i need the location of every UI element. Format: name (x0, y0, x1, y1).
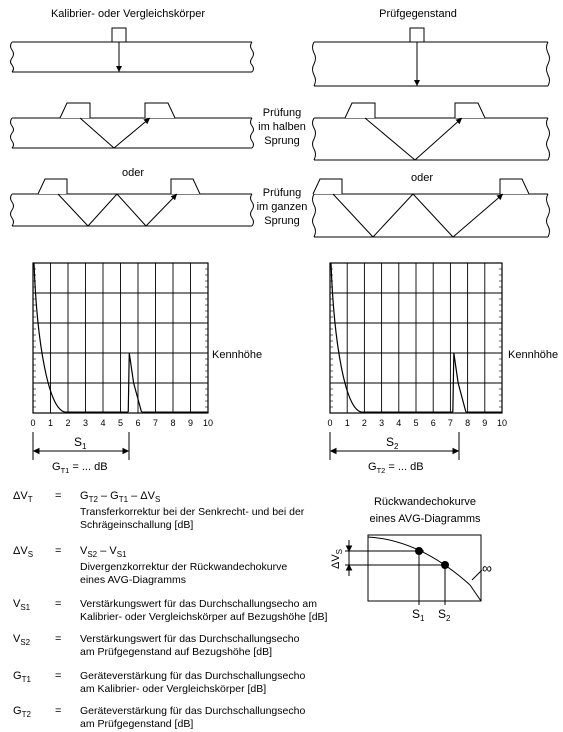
oder-left: oder (122, 167, 144, 179)
kennhoehe-left: Kennhöhe (212, 349, 262, 361)
left-tick-label: 8 (170, 418, 175, 428)
left-tick-label: 2 (65, 418, 70, 428)
left-tick-label: 4 (100, 418, 105, 428)
eq-vs2: = (55, 633, 62, 645)
avg-point-s2 (441, 561, 449, 569)
s1-dimension (32, 432, 130, 460)
left-initial-pulse (33, 262, 65, 413)
eq-gt2: = (55, 705, 62, 717)
right-a-scan-screen: 0 1 2 3 4 5 6 7 8 9 10 (327, 262, 507, 428)
svg-text:eines AVG-Diagramms: eines AVG-Diagramms (369, 513, 481, 525)
right-tick-label: 9 (482, 418, 487, 428)
right-straight-plate (312, 27, 550, 87)
left-tick-label: 7 (153, 418, 158, 428)
left-full-skip-plate (10, 178, 254, 227)
svg-text:im ganzen: im ganzen (257, 201, 308, 213)
left-title: Kalibrier- oder Vergleichskörper (51, 8, 205, 20)
right-full-skip-plate (312, 178, 550, 238)
oder-right: oder (411, 172, 433, 184)
left-tick-label: 0 (30, 418, 35, 428)
avg-point-s1 (415, 547, 423, 555)
eq-gt1: = (55, 670, 62, 682)
eq-dvs: = (55, 545, 62, 557)
right-tick-label: 6 (431, 418, 436, 428)
left-tick-label: 10 (203, 418, 213, 428)
eq-dvt: = (55, 490, 62, 502)
avg-s2-label: S2 (438, 607, 451, 623)
right-backwall-echo (452, 352, 467, 413)
desc-vs1: Verstärkungswert für das Durchschallungs… (80, 598, 328, 623)
s2-label: S2 (386, 435, 399, 451)
right-initial-pulse (330, 262, 362, 413)
left-half-skip-plate (10, 102, 254, 149)
svg-text:Rückwandechokurve: Rückwandechokurve (374, 496, 476, 508)
left-straight-plate (10, 27, 254, 73)
right-tick-label: 0 (327, 418, 332, 428)
left-tick-label: 9 (188, 418, 193, 428)
right-tick-label: 8 (465, 418, 470, 428)
gt2-label: GT2 = ... dB (368, 461, 424, 475)
full-skip-label: Prüfung im ganzen Sprung (257, 187, 308, 227)
avg-dvs-label: ΔVS (330, 549, 344, 569)
infinity-label: ∞ (482, 560, 492, 576)
right-tick-label: 3 (379, 418, 384, 428)
desc-gt2: Geräteverstärkung für das Durchschallung… (80, 705, 306, 730)
s2-dimension (329, 432, 460, 460)
svg-text:im halben: im halben (258, 121, 306, 133)
left-tick-label: 3 (83, 418, 88, 428)
symbol-gt1: GT1 (13, 670, 31, 685)
left-tick-label: 5 (118, 418, 123, 428)
formula-dvt: GT2 – GT1 – ΔVS Transferkorrektur bei de… (80, 490, 305, 532)
left-tick-label: 1 (48, 418, 53, 428)
left-a-scan-screen: 0 1 2 3 4 5 6 7 8 9 10 (30, 262, 213, 428)
symbol-vs1: VS1 (13, 598, 31, 613)
desc-gt1: Geräteverstärkung für das Durchschallung… (80, 670, 306, 695)
avg-title: Rückwandechokurve eines AVG-Diagramms (369, 496, 481, 525)
s1-label: S1 (74, 435, 87, 451)
left-backwall-echo (127, 352, 143, 413)
kennhoehe-right: Kennhöhe (508, 349, 558, 361)
formula-rhs-0: GT2 – GT1 – ΔVS (80, 490, 161, 505)
symbol-dvs: ΔVS (13, 545, 34, 560)
right-tick-label: 2 (362, 418, 367, 428)
right-tick-label: 7 (448, 418, 453, 428)
symbol-gt2: GT2 (13, 705, 31, 720)
right-tick-label: 4 (396, 418, 401, 428)
right-title: Prüfgegenstand (379, 8, 457, 20)
half-skip-label: Prüfung im halben Sprung (258, 107, 306, 147)
svg-text:Sprung: Sprung (264, 135, 299, 147)
right-tick-label: 1 (345, 418, 350, 428)
right-half-skip-plate (312, 102, 550, 161)
svg-text:Prüfung: Prüfung (263, 107, 302, 119)
svg-text:Sprung: Sprung (264, 215, 299, 227)
desc-vs2: Verstärkungswert für das Durchschallungs… (80, 633, 300, 658)
right-tick-label: 5 (413, 418, 418, 428)
right-tick-label: 10 (497, 418, 507, 428)
formula-dvs: VS2 – VS1 Divergenzkorrektur der Rückwan… (80, 545, 288, 587)
svg-text:Prüfung: Prüfung (263, 187, 302, 199)
formula-rhs-1: VS2 – VS1 (80, 545, 127, 560)
gt1-label: GT1 = ... dB (52, 461, 108, 475)
symbol-dvt: ΔVT (13, 490, 33, 505)
symbol-vs2: VS2 (13, 633, 31, 648)
avg-diagram (345, 534, 483, 605)
eq-vs1: = (55, 598, 62, 610)
avg-s1-label: S1 (412, 607, 425, 623)
left-tick-label: 6 (135, 418, 140, 428)
